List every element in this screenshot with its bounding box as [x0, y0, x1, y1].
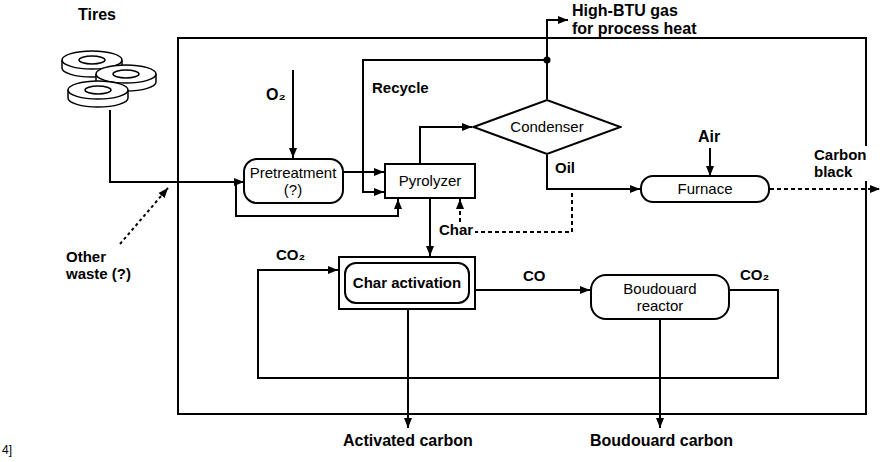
box-text: Pyrolyzer	[399, 172, 462, 189]
stream-label: Char	[437, 222, 475, 239]
activated-carbon-arrow	[407, 310, 409, 428]
box-text: Boudouard reactor	[606, 280, 714, 315]
tires-picture	[62, 51, 156, 107]
feed-label: Other waste (?)	[66, 248, 146, 283]
diamond-shape	[474, 100, 621, 154]
flow-arrow	[547, 155, 640, 189]
oxygen-arrow	[292, 70, 294, 158]
product-label: Boudouard carbon	[590, 432, 733, 450]
stream-label: CO	[521, 268, 548, 285]
output-label: High-BTU gas for process heat	[572, 2, 702, 39]
process-box: Furnace	[640, 175, 770, 203]
feed-line	[110, 110, 244, 182]
gas-outlet-arrow	[547, 20, 568, 60]
flow-arrow	[258, 270, 778, 378]
carbon-black-arrow	[770, 188, 880, 190]
process-box: Boudouard reactor	[590, 274, 730, 320]
decision-diamond: Condenser	[472, 99, 622, 155]
input-label: Air	[698, 128, 720, 146]
flow-arrow	[476, 289, 590, 291]
input-label: O₂	[266, 86, 286, 104]
inner-chamber: Char activation	[344, 262, 470, 304]
product-label: Activated carbon	[343, 432, 473, 450]
process-box: Char activation	[338, 256, 476, 310]
flow-arrow	[429, 199, 431, 256]
boudouard-carbon-arrow	[659, 320, 661, 428]
output-label: Carbon black	[814, 146, 878, 181]
box-text: Condenser	[510, 118, 583, 135]
stream-label: CO₂	[740, 266, 769, 283]
air-arrow	[709, 148, 711, 176]
box-text: Furnace	[677, 180, 732, 197]
flow-arrow	[420, 127, 472, 163]
stream-label: CO₂	[274, 247, 307, 264]
process-box: Pretreatment (?)	[243, 158, 344, 204]
other-waste-line	[120, 188, 168, 244]
box-text: Char activation	[353, 274, 461, 291]
process-box: Pyrolyzer	[384, 163, 476, 199]
reference-mark: 4]	[2, 444, 12, 458]
box-text: Pretreatment (?)	[250, 164, 337, 199]
stream-label: Oil	[553, 160, 577, 177]
plant-boundary	[178, 38, 866, 414]
stream-label: Recycle	[370, 80, 431, 97]
feed-label: Tires	[78, 6, 116, 24]
